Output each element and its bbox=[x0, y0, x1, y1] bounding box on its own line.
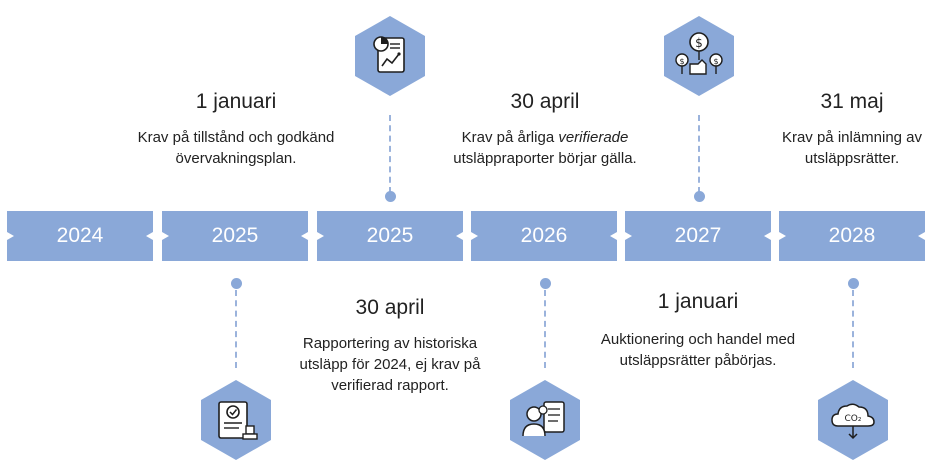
event-description: Krav på tillstånd och godkänd övervaknin… bbox=[137, 129, 335, 167]
event-description: Krav på inlämning av utsläppsrätter. bbox=[781, 129, 923, 167]
svg-text:$: $ bbox=[679, 57, 684, 66]
timeline-segment-2025-a: 2025 bbox=[162, 211, 308, 261]
connector-dot bbox=[385, 191, 396, 202]
timeline-segment-2027: 2027 bbox=[625, 211, 771, 261]
timeline-segment-2025-b: 2025 bbox=[317, 211, 463, 261]
event-description: Krav på årliga verifierade utsläppraport… bbox=[445, 127, 645, 169]
co2-cloud-icon: CO₂ bbox=[816, 378, 890, 462]
event-heading: 1 januari bbox=[657, 290, 739, 313]
event-description: Rapportering av historiska utsläpp för 2… bbox=[299, 335, 481, 394]
event-heading: 30 april bbox=[355, 296, 425, 319]
year-label: 2025 bbox=[211, 224, 259, 247]
certificate-stamp-icon bbox=[199, 378, 273, 462]
connector-dot bbox=[540, 278, 551, 289]
report-chart-icon bbox=[353, 14, 427, 98]
year-label: 2027 bbox=[674, 224, 722, 247]
inspector-checklist-icon bbox=[508, 378, 582, 462]
event-description: Auktionering och handel med utsläppsrätt… bbox=[600, 331, 796, 369]
timeline-segment-2028: 2028 bbox=[779, 211, 925, 261]
timeline-segment-2024: 2024 bbox=[7, 211, 153, 261]
connector-bottom-2025 bbox=[235, 290, 237, 368]
connector-dot bbox=[231, 278, 242, 289]
money-growth-icon: $ $ $ bbox=[662, 14, 736, 98]
connector-bottom-2026 bbox=[544, 290, 546, 368]
timeline-segment-2026: 2026 bbox=[471, 211, 617, 261]
event-heading: 31 maj bbox=[820, 90, 884, 113]
year-label: 2028 bbox=[828, 224, 876, 247]
event-heading: 1 januari bbox=[195, 90, 277, 113]
year-label: 2026 bbox=[520, 224, 568, 247]
event-text-before: Krav på årliga bbox=[461, 129, 559, 146]
co2-label: CO₂ bbox=[845, 414, 862, 424]
event-text-emphasis: verifierade bbox=[558, 129, 629, 146]
event-heading: 30 april bbox=[510, 90, 580, 113]
connector-bottom-2028 bbox=[852, 290, 854, 368]
connector-top-2025 bbox=[389, 115, 391, 193]
connector-top-2027 bbox=[698, 115, 700, 193]
year-label: 2024 bbox=[56, 224, 104, 247]
svg-text:$: $ bbox=[695, 36, 703, 50]
event-text-after: utsläppraporter börjar gälla. bbox=[453, 150, 637, 167]
svg-text:$: $ bbox=[713, 57, 718, 66]
connector-dot bbox=[848, 278, 859, 289]
year-label: 2025 bbox=[366, 224, 414, 247]
connector-dot bbox=[694, 191, 705, 202]
